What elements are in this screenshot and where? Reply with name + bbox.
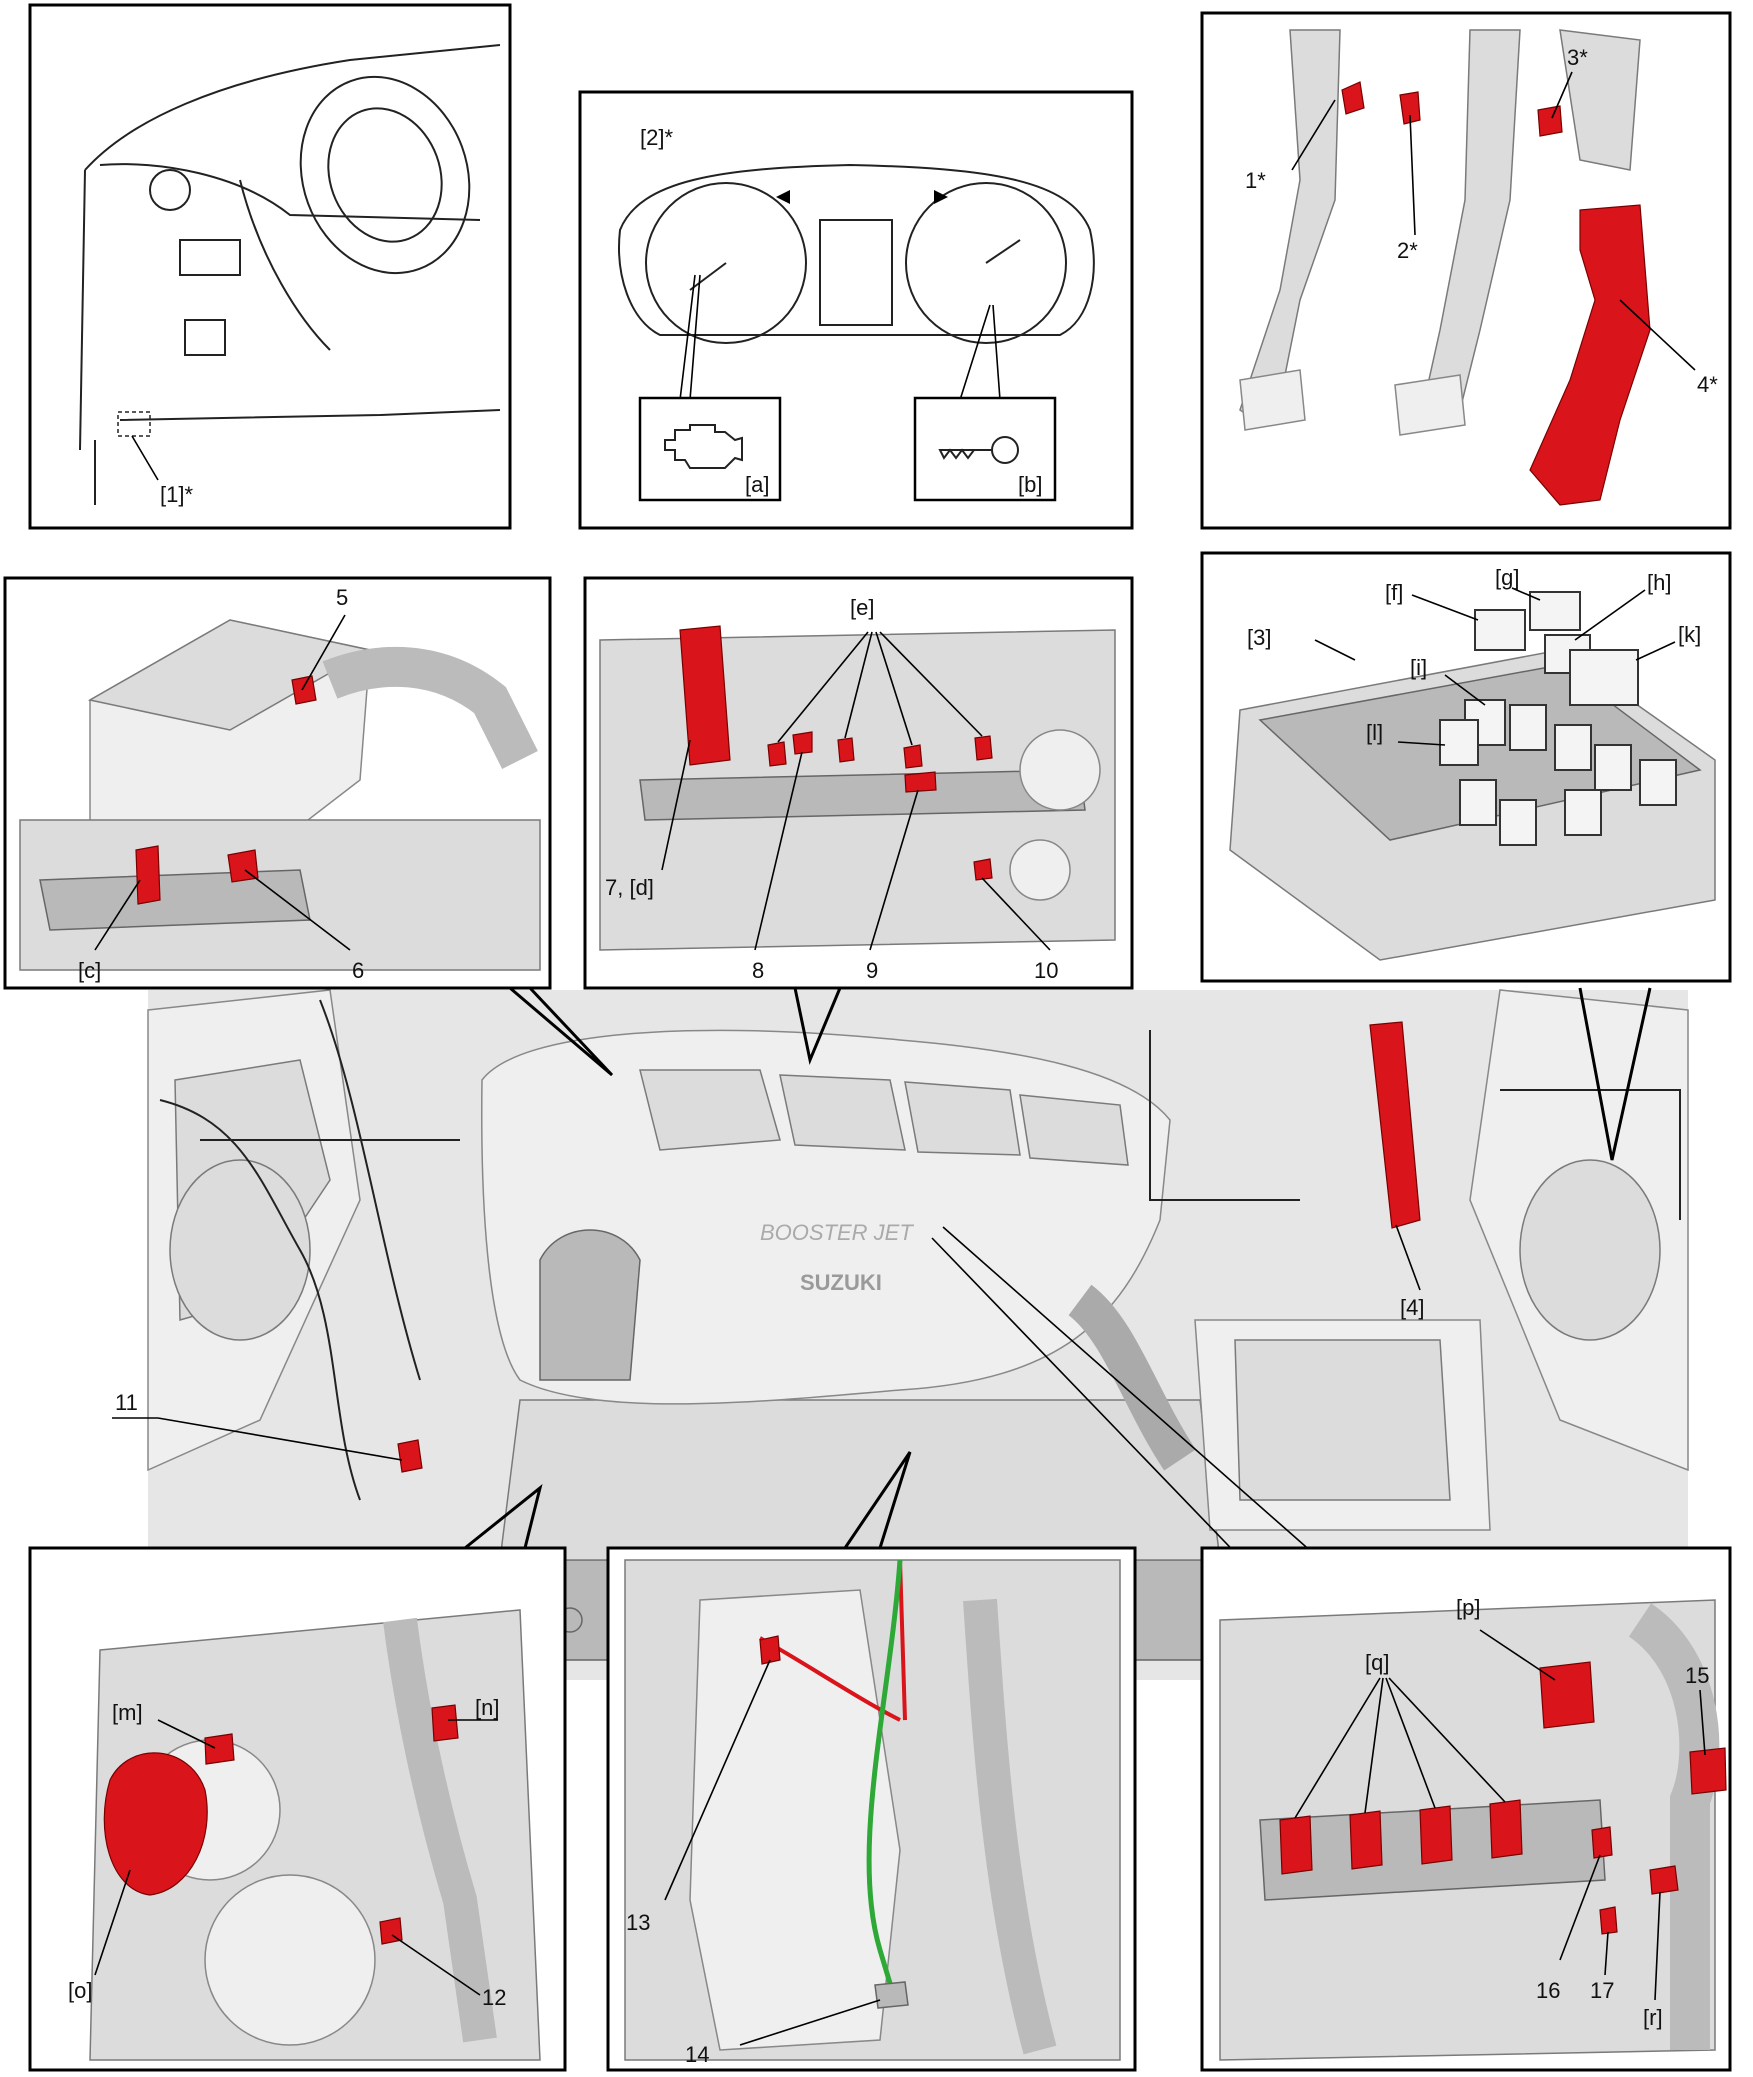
label-front-n: [n] bbox=[475, 1695, 499, 1720]
relay-f bbox=[1475, 610, 1525, 650]
label-relay-h: [h] bbox=[1647, 570, 1671, 595]
label-relay-f: [f] bbox=[1385, 580, 1403, 605]
label-meter-2: [2]* bbox=[640, 125, 673, 150]
label-pedal-3: 3* bbox=[1567, 45, 1588, 70]
sensor-n bbox=[432, 1705, 458, 1741]
injector-e-2 bbox=[838, 738, 854, 762]
label-coils-17: 17 bbox=[1590, 1978, 1614, 2003]
label-pedal-4: 4* bbox=[1697, 372, 1718, 397]
sensor-10 bbox=[974, 859, 992, 880]
label-pedal-1: 1* bbox=[1245, 168, 1266, 193]
sensor-5 bbox=[292, 676, 316, 704]
label-dashboard-1: [1]* bbox=[160, 482, 193, 507]
sensor-r bbox=[1650, 1866, 1678, 1894]
ignition-coil-4 bbox=[1490, 1800, 1522, 1858]
label-intake-5: 5 bbox=[336, 585, 348, 610]
injector-e-1 bbox=[768, 742, 786, 766]
ignition-coil-2 bbox=[1350, 1811, 1382, 1869]
sensor-8 bbox=[793, 732, 812, 754]
label-meter-b: [b] bbox=[1018, 472, 1042, 497]
label-main-4: [4] bbox=[1400, 1295, 1424, 1320]
cover-logo-text: SUZUKI bbox=[800, 1270, 882, 1295]
panel-front-engine: [m] [n] [o] 12 bbox=[30, 1548, 565, 2070]
panel-cylinder-head: [e] 7, [d] 8 9 10 bbox=[585, 578, 1132, 988]
panel-intake: 5 [c] 6 bbox=[5, 578, 550, 988]
cover-brand-text: BOOSTER JET bbox=[760, 1220, 914, 1245]
label-relay-3: [3] bbox=[1247, 625, 1271, 650]
sensor-17 bbox=[1600, 1907, 1617, 1934]
panel-dashboard: [1]* bbox=[30, 5, 510, 528]
label-head-8: 8 bbox=[752, 958, 764, 983]
label-intake-6: 6 bbox=[352, 958, 364, 983]
label-coils-16: 16 bbox=[1536, 1978, 1560, 2003]
label-intake-c: [c] bbox=[78, 958, 101, 983]
relay-g bbox=[1530, 592, 1580, 630]
sensor-9 bbox=[905, 772, 936, 792]
sensor-13 bbox=[760, 1636, 780, 1664]
label-front-o: [o] bbox=[68, 1978, 92, 2003]
label-coils-r: [r] bbox=[1643, 2005, 1663, 2030]
label-coils-15: 15 bbox=[1685, 1663, 1709, 1688]
label-oilpan-13: 13 bbox=[626, 1910, 650, 1935]
label-front-m: [m] bbox=[112, 1700, 143, 1725]
relay-k bbox=[1570, 650, 1638, 705]
relay-l bbox=[1440, 720, 1478, 765]
sensor-14 bbox=[875, 1982, 908, 2008]
panel-oil-pan: 13 14 bbox=[608, 1548, 1135, 2070]
label-coils-q: [q] bbox=[1365, 1650, 1389, 1675]
label-relay-l: [l] bbox=[1366, 720, 1383, 745]
sensor-m bbox=[205, 1734, 234, 1764]
sensor-p bbox=[1540, 1662, 1594, 1728]
label-head-7d: 7, [d] bbox=[605, 875, 654, 900]
sensor-16 bbox=[1592, 1827, 1612, 1858]
label-pedal-2: 2* bbox=[1397, 238, 1418, 263]
label-meter-a: [a] bbox=[745, 472, 769, 497]
label-relay-g: [g] bbox=[1495, 565, 1519, 590]
label-front-12: 12 bbox=[482, 1985, 506, 2010]
injector-e-3 bbox=[904, 745, 922, 768]
label-main-11: 11 bbox=[115, 1390, 138, 1415]
brake-switch-3 bbox=[1538, 106, 1562, 136]
label-coils-p: [p] bbox=[1456, 1595, 1480, 1620]
label-oilpan-14: 14 bbox=[685, 2042, 709, 2067]
sensor-11 bbox=[398, 1440, 422, 1472]
label-relay-i: [i] bbox=[1410, 655, 1427, 680]
panel-pedals: 1* 2* 3* 4* bbox=[1202, 13, 1730, 528]
label-head-10: 10 bbox=[1034, 958, 1058, 983]
label-relay-k: [k] bbox=[1678, 622, 1701, 647]
injector-e-4 bbox=[975, 736, 992, 760]
panel-ignition-coils: [p] [q] 15 16 17 [r] bbox=[1202, 1548, 1730, 2070]
ignition-coil-1 bbox=[1280, 1816, 1312, 1874]
label-head-9: 9 bbox=[866, 958, 878, 983]
panel-combination-meter: [2]* [a] [b] bbox=[580, 92, 1132, 528]
label-head-e: [e] bbox=[850, 595, 874, 620]
sensor-c bbox=[136, 846, 160, 904]
ignition-coil-3 bbox=[1420, 1806, 1452, 1864]
sensor-15 bbox=[1690, 1748, 1726, 1794]
panel-relay-box: [3] [f] [g] [h] [i] [k] [l] bbox=[1202, 553, 1730, 981]
